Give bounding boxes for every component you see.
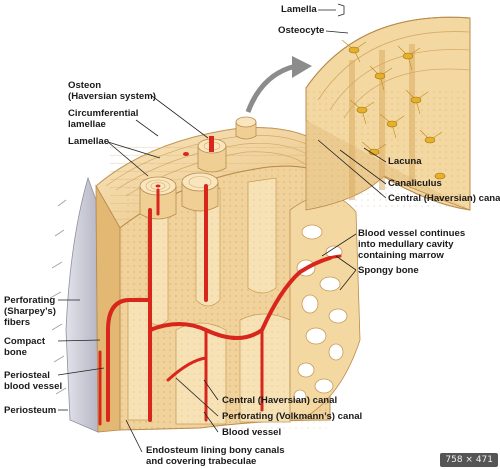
label-central-canal-inset: Central (Haversian) canal bbox=[388, 193, 500, 204]
label-blood-vessel: Blood vessel bbox=[222, 427, 282, 438]
label-perforating-canal: Perforating (Volkmann’s) canal bbox=[222, 411, 363, 422]
blood-vessels bbox=[98, 184, 342, 426]
label-central-canal: Central (Haversian) canal bbox=[222, 395, 338, 406]
periosteum-layer bbox=[49, 176, 99, 433]
label-osteocyte: Osteocyte bbox=[278, 25, 325, 36]
label-periosteum: Periosteum bbox=[4, 405, 57, 416]
label-endosteum: Endosteum lining bony canals and coverin… bbox=[146, 445, 285, 467]
label-canaliculus: Canaliculus bbox=[388, 178, 442, 189]
label-lamellae: Lamellae bbox=[68, 136, 110, 147]
label-compact-bone: Compact bone bbox=[4, 336, 46, 358]
image-size-badge: 758 × 471 bbox=[440, 453, 498, 467]
leader-lines bbox=[57, 3, 387, 453]
magnify-arrow bbox=[245, 63, 297, 113]
label-perforating-fibers: Perforating (Sharpey’s) fibers bbox=[4, 295, 56, 328]
label-periosteal-blood-vessel: Periosteal blood vessel bbox=[4, 370, 63, 392]
label-blood-vessel-continues: Blood vessel continues into medullary ca… bbox=[358, 228, 466, 261]
magnify-arrowhead bbox=[292, 56, 312, 78]
spongy-bone-region bbox=[289, 195, 361, 421]
label-osteon: Osteon (Haversian system) bbox=[68, 80, 156, 102]
label-spongy-bone: Spongy bone bbox=[358, 265, 419, 276]
label-circumferential-lamellae: Circumferential lamellae bbox=[68, 108, 139, 130]
osteon-inset bbox=[305, 16, 471, 211]
label-lamella: Lamella bbox=[281, 4, 317, 15]
label-lacuna: Lacuna bbox=[388, 156, 422, 167]
